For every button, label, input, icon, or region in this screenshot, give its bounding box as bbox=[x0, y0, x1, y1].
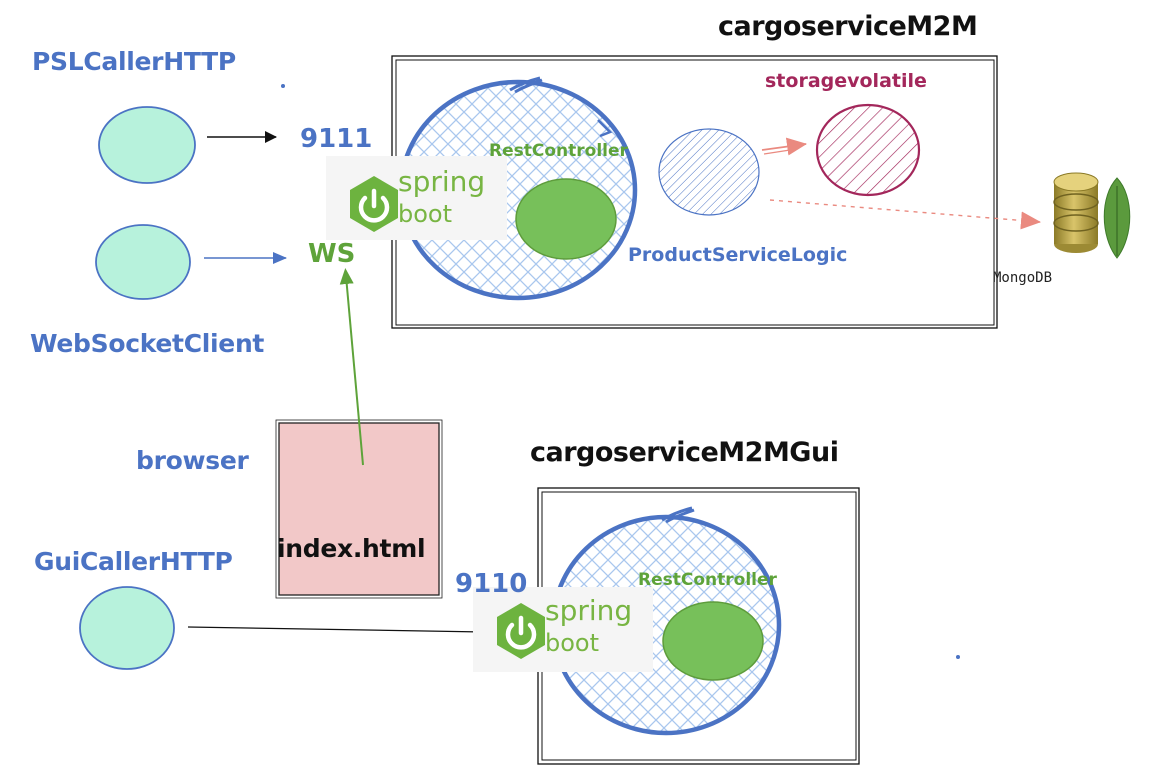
index-html-label: index.html bbox=[277, 534, 426, 563]
main-rest-controller-node bbox=[515, 178, 617, 260]
psl-caller-label: PSLCallerHTTP bbox=[32, 47, 236, 76]
browser-label: browser bbox=[136, 446, 249, 475]
psl-caller-node bbox=[98, 106, 196, 184]
logic-to-mongodb-arrow bbox=[769, 199, 1041, 230]
browser-to-ws-arrow bbox=[339, 268, 364, 466]
spring-boot-logo-main: spring boot bbox=[326, 156, 507, 240]
spring-boot-icon bbox=[350, 176, 398, 232]
gui-caller-node bbox=[79, 586, 175, 670]
websocket-client-label: WebSocketClient bbox=[30, 329, 265, 358]
decorative-dot bbox=[281, 84, 285, 88]
main-rest-controller-label: RestController bbox=[489, 141, 628, 161]
spring-boot-icon bbox=[497, 603, 545, 659]
port-9110-label: 9110 bbox=[455, 569, 528, 599]
spring-word: spring bbox=[545, 594, 633, 627]
boot-word: boot bbox=[398, 200, 453, 228]
gui-rest-controller-node bbox=[662, 601, 764, 681]
gui-rest-controller-label: RestController bbox=[638, 570, 777, 590]
gui-caller-to-9110-arrow bbox=[187, 625, 485, 638]
ws-label: WS bbox=[308, 239, 356, 269]
product-service-logic-label: ProductServiceLogic bbox=[628, 244, 848, 266]
port-9111-label: 9111 bbox=[300, 124, 373, 154]
logic-to-storage-arrow bbox=[761, 137, 807, 156]
boot-word: boot bbox=[545, 629, 600, 657]
spring-boot-logo-gui: spring boot bbox=[473, 587, 653, 672]
index-html-box bbox=[275, 419, 443, 599]
decorative-dot bbox=[956, 655, 960, 659]
product-service-logic-node bbox=[658, 128, 760, 216]
spring-word: spring bbox=[398, 165, 486, 198]
storage-volatile-label: storagevolatile bbox=[765, 70, 927, 92]
gui-caller-label: GuiCallerHTTP bbox=[34, 547, 233, 576]
storage-volatile-node bbox=[815, 103, 921, 197]
gui-title: cargoserviceM2MGui bbox=[530, 437, 839, 468]
mongodb-label: MongoDB bbox=[993, 270, 1053, 286]
main-title: cargoserviceM2M bbox=[718, 11, 978, 42]
websocket-client-node bbox=[95, 224, 191, 300]
mongodb-icon bbox=[1053, 172, 1131, 259]
